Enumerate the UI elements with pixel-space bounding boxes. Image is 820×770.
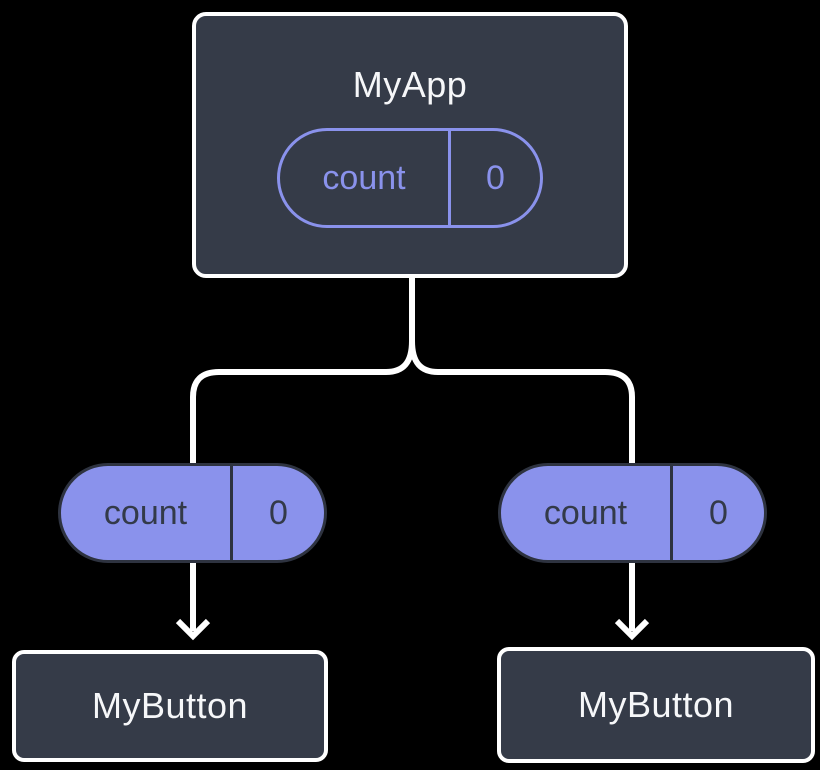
prop-key-label: count — [61, 466, 233, 560]
prop-value-label: 0 — [709, 493, 728, 532]
state-pill: count 0 — [277, 128, 543, 228]
right-arrowhead-icon — [614, 618, 650, 641]
state-key-label: count — [280, 131, 451, 225]
prop-value-label: 0 — [269, 493, 288, 532]
prop-pill-left: count 0 — [58, 463, 327, 563]
component-node-mybutton-right: MyButton — [497, 647, 815, 763]
left-branch-line — [190, 340, 415, 464]
left-arrowhead-icon — [175, 618, 211, 641]
component-node-myapp: MyApp count 0 — [192, 12, 628, 278]
prop-pill-right: count 0 — [498, 463, 767, 563]
right-branch-line — [409, 340, 635, 464]
component-label: MyButton — [577, 684, 735, 725]
prop-key-label: count — [501, 466, 673, 560]
component-label: MyApp — [352, 64, 468, 105]
state-value-label: 0 — [486, 158, 505, 197]
component-label: MyButton — [91, 685, 249, 726]
component-node-mybutton-left: MyButton — [12, 650, 328, 762]
